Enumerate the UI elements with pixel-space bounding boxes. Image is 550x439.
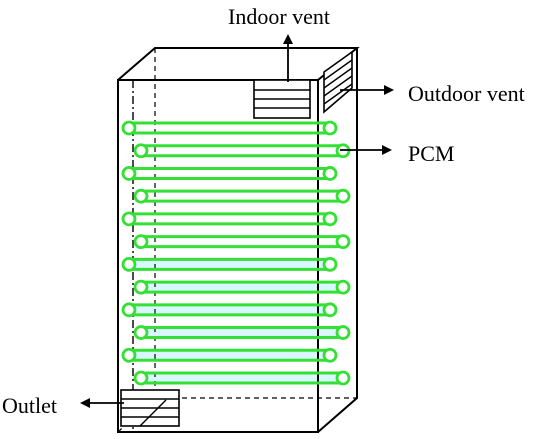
outdoor-vent-slat [323,67,353,89]
outdoor-vent-arrow [340,85,394,95]
indoor-vent [253,79,311,119]
pcm-tube-bend [335,325,351,340]
pcm-fill-band [141,374,343,382]
pcm-tube-bend [121,256,137,272]
indoor-vent-arrow [283,34,293,82]
pcm-tube-bend [335,234,351,250]
pcm-label: PCM [408,141,454,166]
outdoor-vent-slat [323,75,353,97]
pcm-arrow [340,145,392,155]
pcm-tube-bend [133,234,149,250]
pcm-tube-bend [322,347,338,363]
pcm-tube-bend [121,166,137,181]
pcm-tube-bend [121,211,137,227]
pcm-fill-band [141,283,343,292]
outlet-vent [120,389,180,427]
cabinet-right-side [317,48,358,433]
pcm-tube-bend [322,256,338,272]
pcm-tube-bend [335,188,351,204]
indoor-vent-label: Indoor vent [228,4,330,29]
pcm-tube-bend [121,347,137,363]
outdoor-vent-label: Outdoor vent [408,81,525,106]
cabinet-top-face [117,47,360,81]
pcm-tube-bend [322,120,338,136]
pcm-tube-bend [121,302,137,318]
pcm-tube-bend [121,120,137,136]
pcm-fill-band [129,351,330,360]
pcm-tube-bend [335,370,351,386]
pcm-fill-band [129,260,330,269]
pcm-tube-bend [133,279,149,295]
outlet-label: Outlet [2,393,57,418]
pcm-fill-band [129,305,330,314]
pcm-tube-bend [322,302,338,318]
pcm-tube-bend [335,279,351,295]
outdoor-vent-slat [323,83,353,105]
pcm-tube-bend [133,188,149,204]
pcm-fill [129,260,343,382]
outlet-arrow [80,398,124,408]
cabinet-front-face [117,79,319,433]
outdoor-vent-slat [323,59,353,81]
pcm-tube-bend [133,143,149,159]
outlet-vent-slat [139,399,167,427]
outdoor-vent-grille [323,50,353,114]
pcm-tube-bend [133,325,149,340]
pcm-tube-bend [322,211,338,227]
pcm-tubes [121,120,351,386]
pcm-fill-band [141,328,343,337]
outdoor-vent [323,50,353,114]
pcm-tube-bend [133,370,149,386]
pcm-tube-bend [322,166,338,181]
